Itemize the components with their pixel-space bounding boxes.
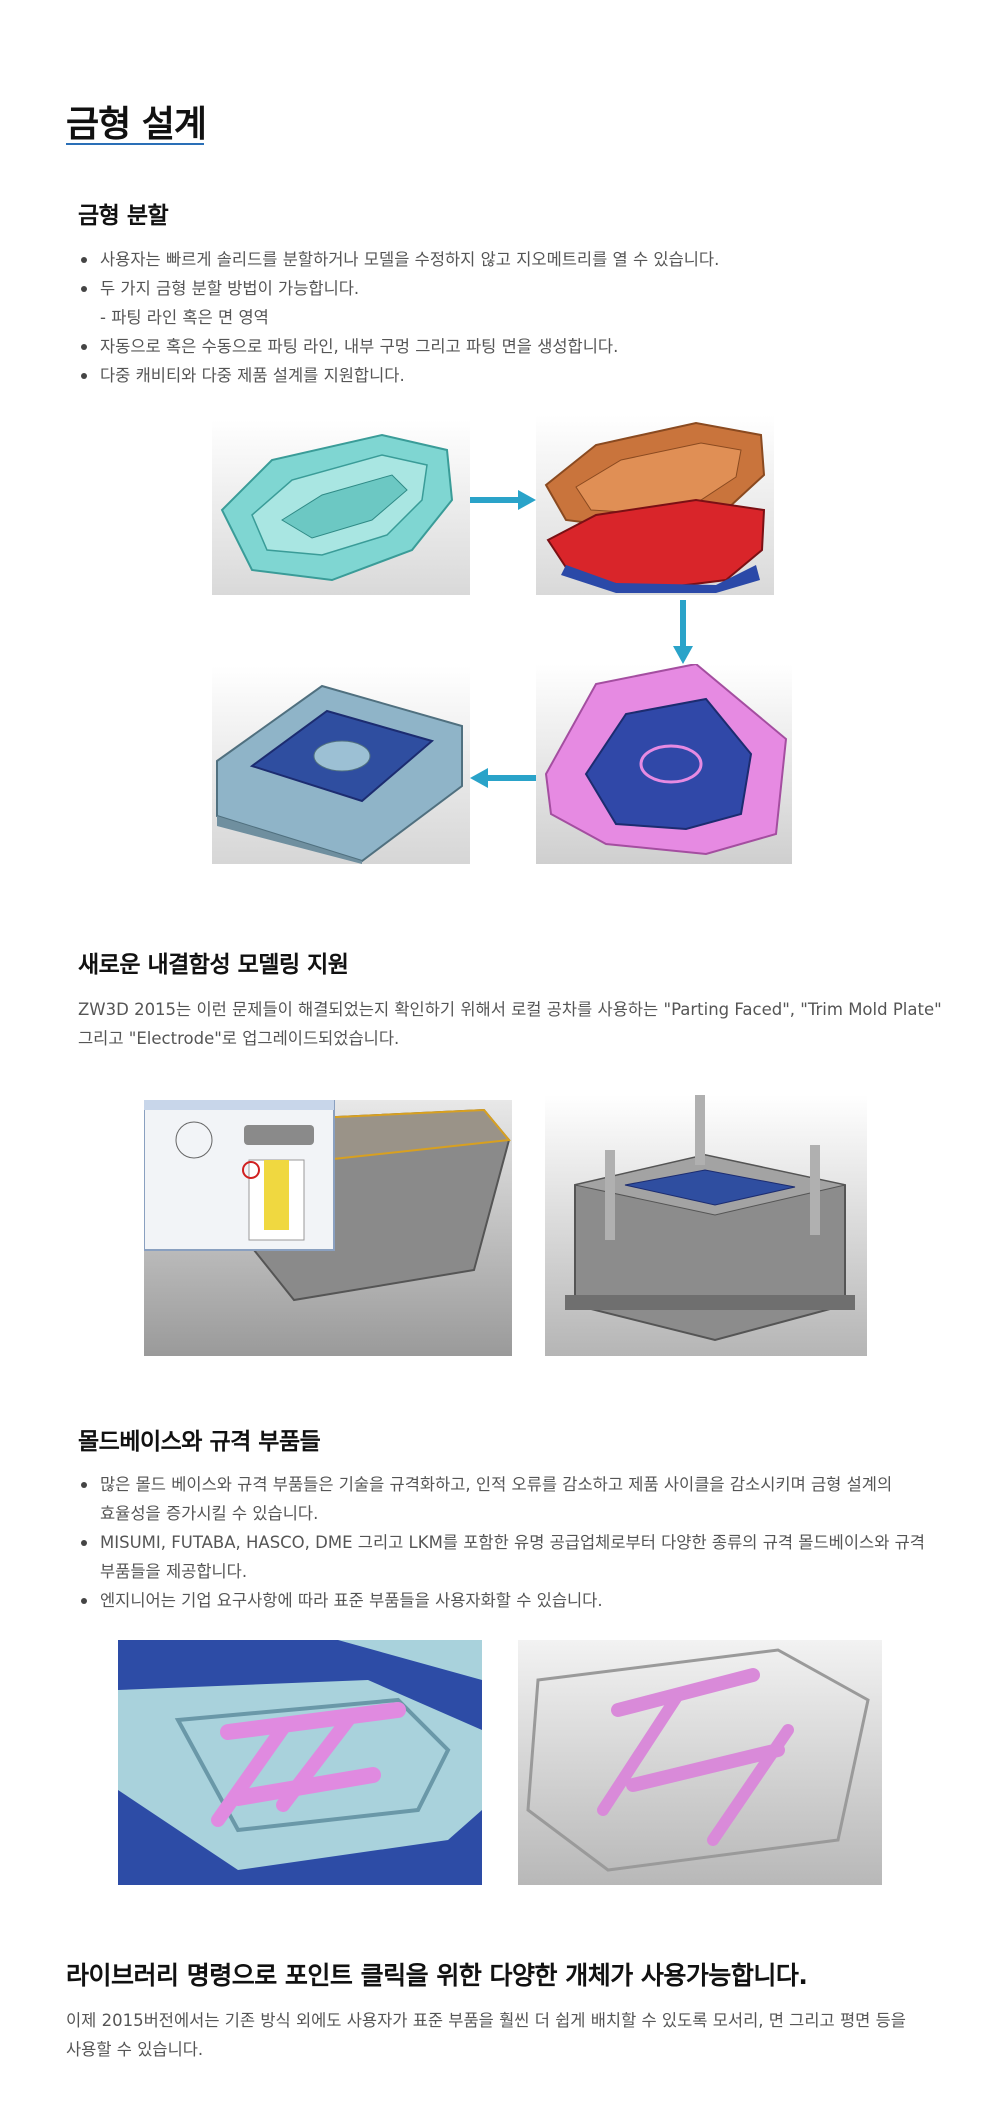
cooling-channel-image-grey xyxy=(518,1640,882,1885)
list-item: 엔지니어는 기업 요구사항에 따라 표준 부품들을 사용자화할 수 있습니다. xyxy=(78,1586,938,1615)
section-heading-mold-split: 금형 분할 xyxy=(78,203,169,229)
list-item: 두 가지 금형 분할 방법이 가능합니다. xyxy=(78,274,719,303)
section-heading-moldbase-parts: 몰드베이스와 규격 부품들 xyxy=(78,1429,321,1455)
mold-base-image xyxy=(545,1095,867,1356)
section-heading-library-commands: 라이브러리 명령으로 포인트 클릭을 위한 다양한 개체가 사용가능합니다. xyxy=(66,1961,808,1990)
list-item: 자동으로 혹은 수동으로 파팅 라인, 내부 구멍 그리고 파팅 면을 생성합니… xyxy=(78,332,719,361)
core-cavity-image xyxy=(536,415,774,595)
mold-insert-image xyxy=(212,666,470,864)
arrow-left-icon xyxy=(470,768,536,788)
list-item: 효율성을 증가시킬 수 있습니다. xyxy=(100,1504,319,1523)
list-item: 부품들을 제공합니다. xyxy=(100,1562,248,1581)
title-underline xyxy=(66,143,204,145)
library-commands-paragraph: 이제 2015버전에서는 기존 방식 외에도 사용자가 표준 부품을 훨씬 더 … xyxy=(66,2011,906,2059)
list-item: MISUMI, FUTABA, HASCO, DME 그리고 LKM를 포함한 … xyxy=(78,1528,938,1557)
list-item: 다중 캐비티와 다중 제품 설계를 지원합니다. xyxy=(78,361,719,390)
mold-split-bullets: 사용자는 빠르게 솔리드를 분할하거나 모델을 수정하지 않고 지오메트리를 열… xyxy=(78,245,719,390)
list-item: - 파팅 라인 혹은 면 영역 xyxy=(100,308,269,327)
arrow-right-icon xyxy=(470,490,536,510)
tolerant-modeling-paragraph: ZW3D 2015는 이런 문제들이 해결되었는지 확인하기 위해서 로컬 공차… xyxy=(78,1000,942,1048)
cooling-channel-image-blue xyxy=(118,1640,482,1885)
section-heading-tolerant-modeling: 새로운 내결함성 모델링 지원 xyxy=(78,952,349,978)
electrode-image xyxy=(144,1100,512,1356)
list-item: 많은 몰드 베이스와 규격 부품들은 기술을 규격화하고, 인적 오류를 감소하… xyxy=(78,1470,938,1499)
moldbase-parts-bullets: 많은 몰드 베이스와 규격 부품들은 기술을 규격화하고, 인적 오류를 감소하… xyxy=(78,1470,938,1615)
page-title: 금형 설계 xyxy=(66,104,207,145)
list-item: 사용자는 빠르게 솔리드를 분할하거나 모델을 수정하지 않고 지오메트리를 열… xyxy=(78,245,719,274)
part-model-image xyxy=(212,420,470,595)
parting-surface-image xyxy=(536,664,792,864)
arrow-down-icon xyxy=(673,600,693,664)
